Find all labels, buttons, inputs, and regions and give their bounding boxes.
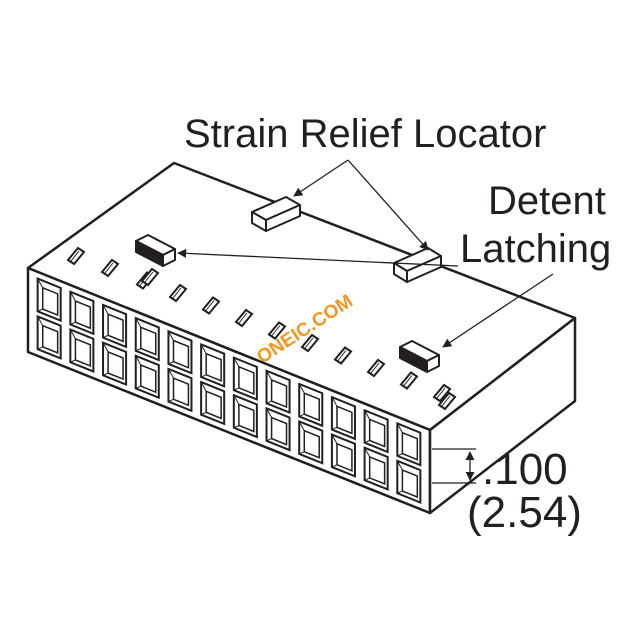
contact-cavity [363,408,389,454]
latch-window [333,346,353,365]
latch-window [432,383,452,403]
contact-cavity [265,406,291,452]
latch-window-row [66,246,457,411]
contact-cavity [102,341,128,387]
contact-cavity [36,277,62,323]
contact-cavity [232,356,258,401]
contact-cavity [134,354,160,400]
contact-cavity [200,380,226,426]
latch-window [66,246,86,266]
contact-cavity [396,421,422,467]
cavity-grid [36,277,422,504]
pitch-dimension [432,448,476,484]
pitch-mm-label: (2.54) [467,488,582,537]
strain-relief-locator-label: Strain Relief Locator [184,112,546,156]
contact-cavity [298,382,324,428]
strain-relief-leader-left [293,159,349,197]
detent-leader-left [177,248,459,267]
latch-window [366,358,386,378]
contact-cavity [330,395,356,441]
latch-window [201,296,221,315]
pitch-inch-label: .100 [482,445,568,494]
contact-cavity [36,314,62,360]
detent-latch-left [135,234,176,267]
contact-cavity [330,433,356,478]
contact-cavity [265,369,291,415]
latch-window [234,308,254,328]
latch-window [300,333,320,353]
contact-cavity [134,316,160,362]
contact-cavity [200,342,226,388]
contact-cavity [69,328,95,373]
contact-cavity [396,459,422,504]
detent-label: Detent [488,179,606,223]
strain-relief-locator-right [393,247,442,283]
latch-window [100,258,120,278]
detent-leader-right [442,273,554,348]
latch-window [168,283,188,303]
strain-relief-locator-left [251,196,301,232]
detent-latch-right [399,340,440,373]
contact-cavity [298,419,324,465]
contact-cavity [167,329,193,375]
strain-relief-leader-right [347,159,429,251]
latch-window [437,391,457,411]
contact-cavity [232,393,258,439]
latching-label: Latching [460,227,611,271]
contact-cavity [167,367,193,413]
contact-cavity [102,303,128,349]
latch-window [399,371,419,390]
contact-cavity [363,446,389,491]
latch-window [140,267,160,287]
contact-cavity [69,290,95,336]
latch-window [267,321,287,340]
